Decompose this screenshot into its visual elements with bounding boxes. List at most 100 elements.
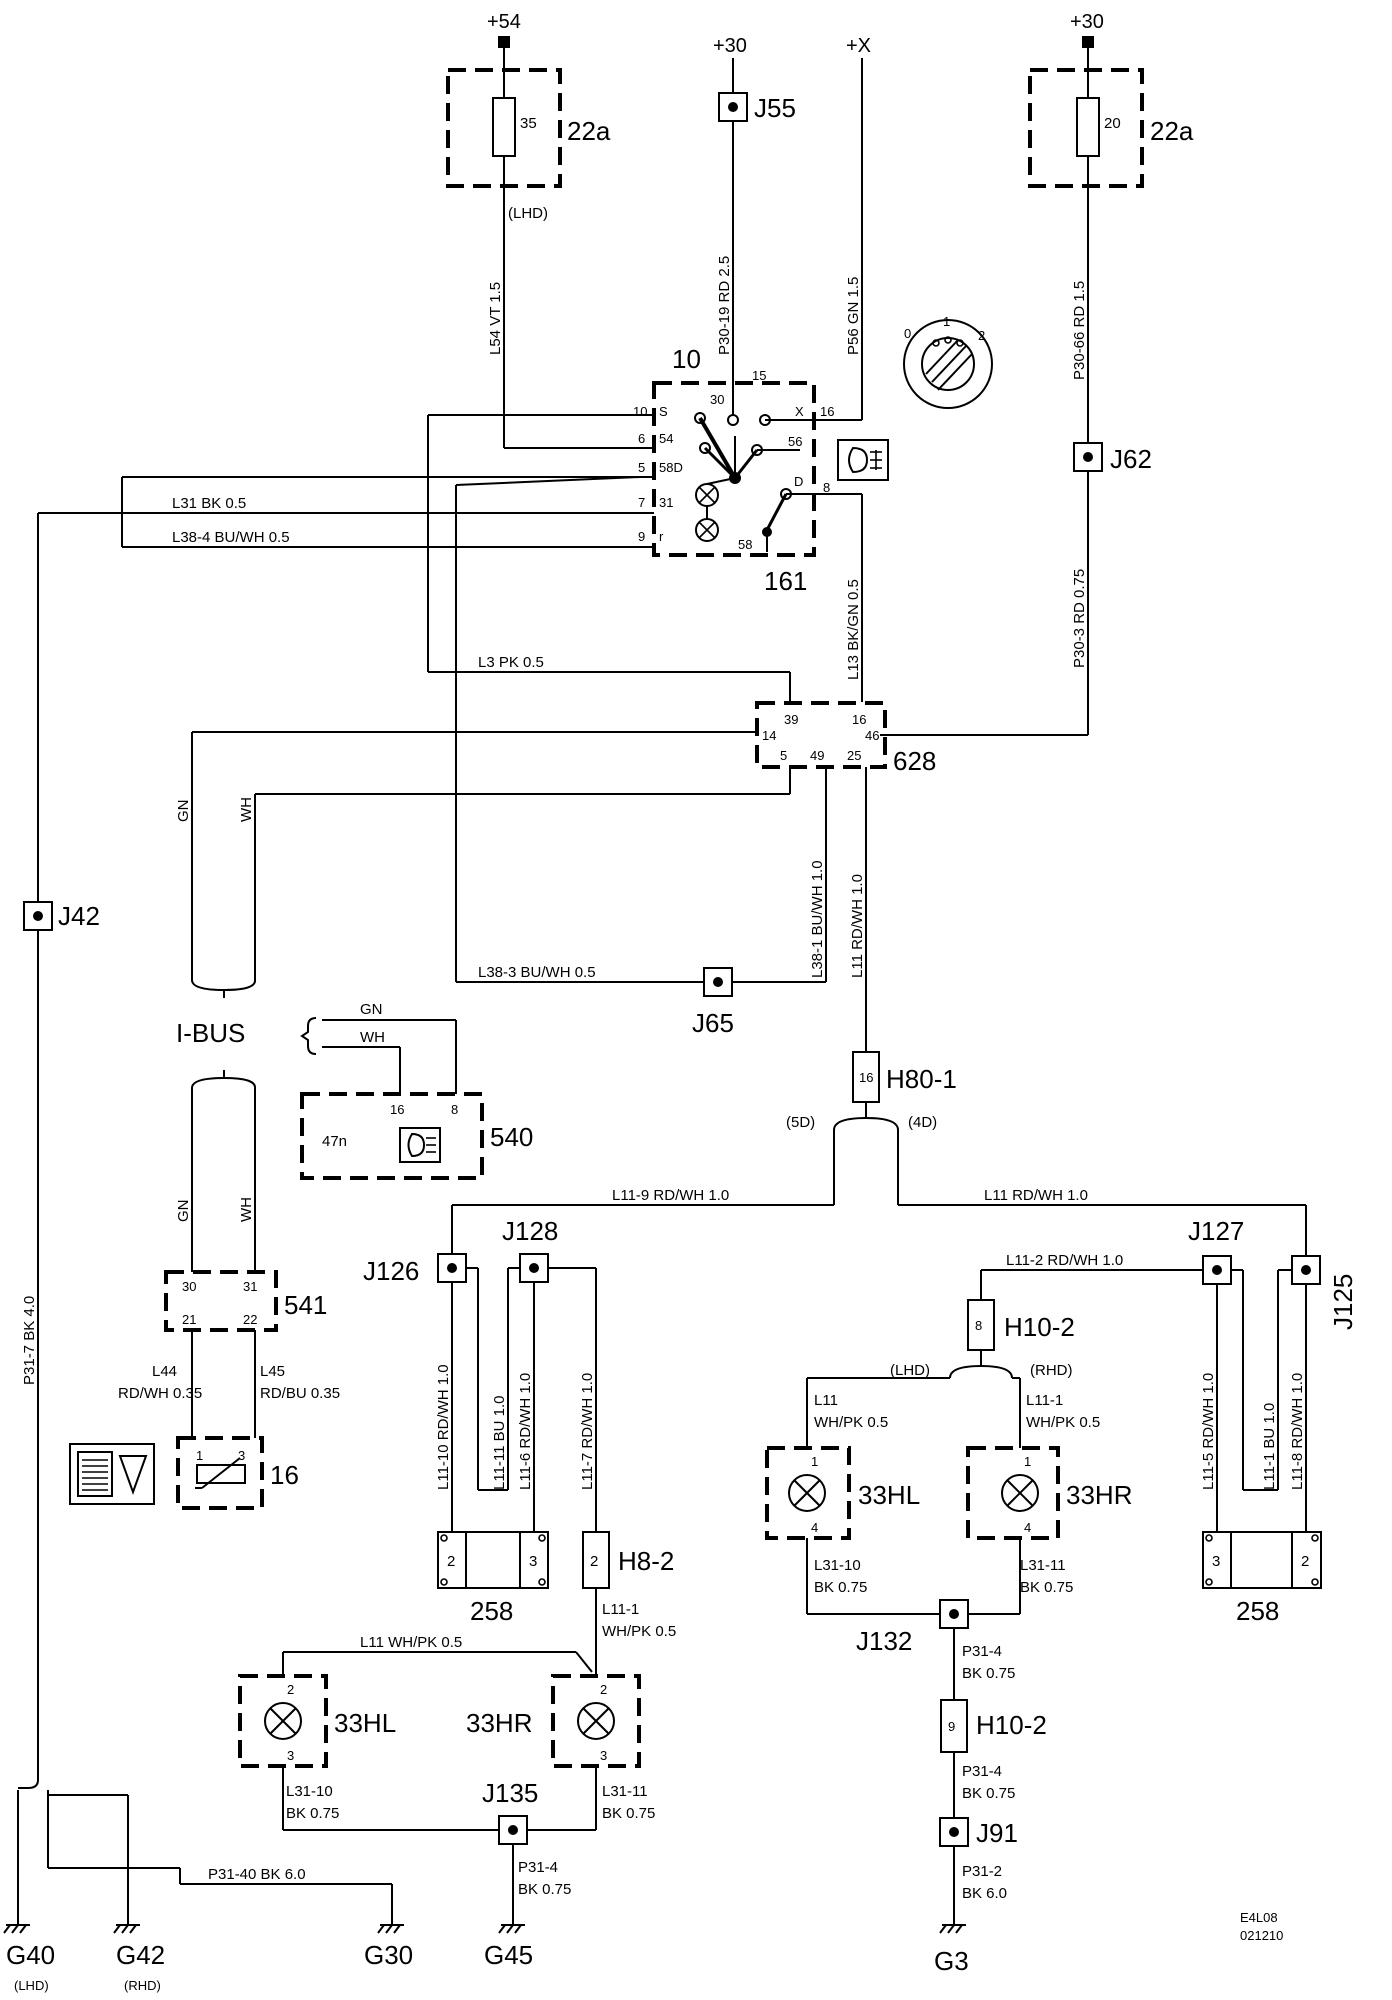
ground-g45-icon bbox=[498, 1924, 525, 1934]
lamp-33hr-left: 2 3 33HR bbox=[466, 1674, 641, 1768]
connector-258-left-pin-b: 3 bbox=[529, 1553, 537, 1570]
ignition-pos-0: 0 bbox=[904, 326, 911, 341]
junction-j135: J135 bbox=[482, 1778, 538, 1845]
ignition-pos-1: 1 bbox=[943, 314, 950, 329]
lamp-33hl-left-pin-3: 3 bbox=[287, 1748, 294, 1763]
wire-p31-40-label: P31-40 BK 6.0 bbox=[208, 1866, 306, 1883]
module-541: 30 31 21 22 541 bbox=[164, 1270, 327, 1332]
switch-pin-x: X bbox=[795, 404, 804, 419]
module-541-pin-21: 21 bbox=[182, 1312, 196, 1327]
dimmer-pin-3: 3 bbox=[238, 1448, 245, 1463]
connector-h10-2-top-name: H10-2 bbox=[1004, 1312, 1075, 1342]
fuse-right-number: 20 bbox=[1104, 115, 1121, 132]
wire-p31-4-spec: BK 0.75 bbox=[962, 1665, 1015, 1682]
connector-258-right-pin-d: 2 bbox=[1301, 1553, 1309, 1570]
bus-label: I-BUS bbox=[176, 1018, 245, 1048]
supply-plus54-label: +54 bbox=[487, 11, 521, 33]
wire-l31-10-spec: BK 0.75 bbox=[814, 1579, 867, 1596]
lamp-33hl-right-name: 33HL bbox=[858, 1480, 920, 1510]
connector-h80-1: 16 H80-1 bbox=[852, 1051, 957, 1103]
lamp-33hr-left-name: 33HR bbox=[466, 1708, 532, 1738]
lamp-33hr-left-pin-2: 2 bbox=[600, 1682, 607, 1697]
wire-l31-11-spec: BK 0.75 bbox=[1020, 1579, 1073, 1596]
ground-g30-icon bbox=[377, 1924, 404, 1934]
wire-l31-11l-spec: BK 0.75 bbox=[602, 1805, 655, 1822]
wire-l3-label: L3 PK 0.5 bbox=[478, 654, 544, 671]
switch-inner-s: S bbox=[659, 404, 668, 419]
ground-g40-label: G40 bbox=[6, 1940, 55, 1970]
wire-l11-1l-name: L11-1 bbox=[602, 1601, 639, 1618]
switch-pin-5: 5 bbox=[638, 460, 645, 475]
wire-l31-10l-spec: BK 0.75 bbox=[286, 1805, 339, 1822]
wire-l45-name: L45 bbox=[260, 1363, 285, 1380]
wire-l54-label: L54 VT 1.5 bbox=[487, 282, 504, 355]
module-628-pin-49: 49 bbox=[810, 748, 824, 763]
junction-j65-label: J65 bbox=[692, 1008, 734, 1038]
wire-p30-19-label: P30-19 RD 2.5 bbox=[716, 256, 733, 355]
lamp-33hl-left-name: 33HL bbox=[334, 1708, 396, 1738]
switch-inner-58d: 58D bbox=[659, 460, 683, 475]
lamp-33hr-right-pin-1: 1 bbox=[1024, 1454, 1031, 1469]
fuse-left-note: (LHD) bbox=[508, 205, 548, 222]
module-628-pin-16: 16 bbox=[852, 712, 866, 727]
fuse-right: 20 22a bbox=[1028, 68, 1194, 188]
lamp-33hr-left-pin-3: 3 bbox=[600, 1748, 607, 1763]
wire-l11-6-label: L11-6 RD/WH 1.0 bbox=[517, 1373, 534, 1490]
module-628-pin-14: 14 bbox=[762, 728, 776, 743]
junction-j42-label: J42 bbox=[58, 901, 100, 931]
dimmer-16: 1 3 16 bbox=[176, 1436, 299, 1510]
switch-inner-54: 54 bbox=[659, 431, 673, 446]
dimmer-pin-1: 1 bbox=[196, 1448, 203, 1463]
connector-258-left: 2 3 258 bbox=[437, 1531, 549, 1626]
connector-h80-1-name: H80-1 bbox=[886, 1064, 957, 1094]
junction-j127-label: J127 bbox=[1188, 1216, 1244, 1246]
bus-wh-bottom: WH bbox=[238, 1197, 255, 1222]
wire-l11-hl-name: L11 bbox=[814, 1392, 838, 1409]
wire-l11-1-spec: WH/PK 0.5 bbox=[1026, 1414, 1100, 1431]
module-540-pin-16: 16 bbox=[390, 1102, 404, 1117]
wire-4d-label: (4D) bbox=[908, 1114, 937, 1131]
ground-g3: G3 bbox=[934, 1924, 969, 1976]
lamp-33hr-right-name: 33HR bbox=[1066, 1480, 1132, 1510]
wire-l44-spec: RD/WH 0.35 bbox=[118, 1385, 202, 1402]
wire-rhd-label: (RHD) bbox=[1030, 1362, 1073, 1379]
junction-j42: J42 bbox=[23, 901, 100, 931]
wire-l44-name: L44 bbox=[152, 1363, 177, 1380]
ground-g30: G30 bbox=[364, 1924, 413, 1970]
ground-g42-note: (RHD) bbox=[124, 1978, 161, 1993]
junction-j132: J132 bbox=[856, 1599, 969, 1656]
module-541-name: 541 bbox=[284, 1290, 327, 1320]
wire-l31-10l-name: L31-10 bbox=[286, 1783, 333, 1800]
module-628: 39 16 14 46 5 49 25 628 bbox=[755, 701, 936, 776]
connector-258-right-name: 258 bbox=[1236, 1596, 1279, 1626]
bus-wh-top: WH bbox=[238, 797, 255, 822]
module-540-headlight-icon bbox=[399, 1127, 441, 1163]
ignition-switch-icon: 0 1 2 bbox=[903, 314, 993, 409]
switch-pin-30: 30 bbox=[710, 392, 724, 407]
wire-p31-4l-name: P31-4 bbox=[518, 1859, 558, 1876]
supply-plus30-right: +30 bbox=[1070, 11, 1104, 70]
module-628-name: 628 bbox=[893, 746, 936, 776]
junction-j126-label: J126 bbox=[363, 1256, 419, 1286]
wire-p30-66-label: P30-66 RD 1.5 bbox=[1071, 281, 1088, 380]
wire-l31-11l-name: L31-11 bbox=[602, 1783, 648, 1800]
wire-p31-2-spec: BK 6.0 bbox=[962, 1885, 1007, 1902]
switch-pin-58: 58 bbox=[738, 537, 752, 552]
switch-pin-d: D bbox=[794, 474, 803, 489]
junction-j62: J62 bbox=[1073, 442, 1152, 474]
connector-h10-2-bottom: 9 H10-2 bbox=[940, 1699, 1047, 1753]
connector-h10-2-bottom-pin: 9 bbox=[948, 1719, 955, 1734]
module-628-pin-39: 39 bbox=[784, 712, 798, 727]
wire-p30-3-label: P30-3 RD 0.75 bbox=[1071, 569, 1088, 668]
switch-pin-7: 7 bbox=[638, 495, 645, 510]
switch-pin-15: 15 bbox=[752, 368, 766, 383]
instrument-dimmer-icon bbox=[69, 1443, 155, 1505]
fuse-right-name: 22a bbox=[1150, 116, 1194, 146]
wire-l11-2-label: L11-2 RD/WH 1.0 bbox=[1006, 1252, 1123, 1269]
junction-j128-label: J128 bbox=[502, 1216, 558, 1246]
wire-wh-small: WH bbox=[360, 1029, 385, 1046]
lamp-33hr-right: 1 4 33HR bbox=[966, 1446, 1132, 1540]
ground-g40: G40 (LHD) bbox=[3, 1924, 55, 1993]
wire-gn-small: GN bbox=[360, 1001, 383, 1018]
